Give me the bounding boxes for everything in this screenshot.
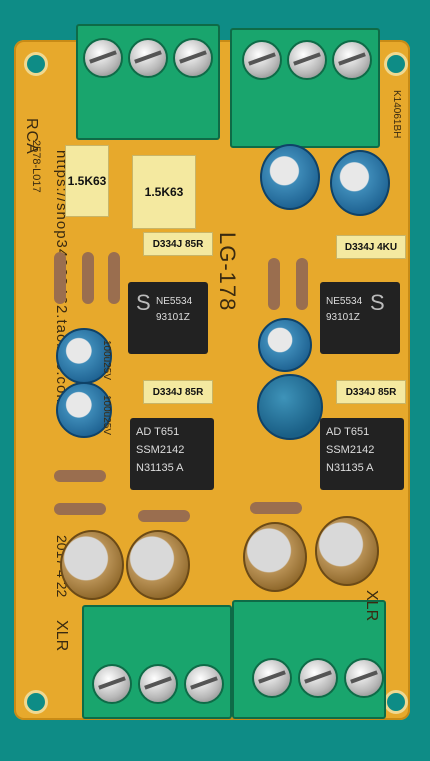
- mount-hole: [24, 690, 48, 714]
- gold-electrolytic-capacitor: [315, 516, 379, 586]
- ic-marking: N31135 A: [136, 462, 184, 474]
- film-capacitor: 1.5K63: [132, 155, 196, 229]
- screw-terminal: [332, 40, 372, 80]
- film-cap-label: 1.5K63: [144, 185, 184, 199]
- resistor: [268, 258, 280, 310]
- screw-terminal: [138, 664, 178, 704]
- resistor: [54, 252, 66, 304]
- screw-terminal: [344, 658, 384, 698]
- screw-terminal: [83, 38, 123, 78]
- film-capacitor: 1.5K63: [65, 145, 109, 217]
- gold-electrolytic-capacitor: [60, 530, 124, 600]
- resistor: [82, 252, 94, 304]
- ic-op-amp-right: S NE5534 93101Z: [320, 282, 400, 354]
- gold-electrolytic-capacitor: [126, 530, 190, 600]
- small-capacitor: D334J 85R: [143, 380, 213, 404]
- gold-electrolytic-capacitor: [243, 522, 307, 592]
- screw-terminal: [173, 38, 213, 78]
- small-cap-label: D334J 85R: [152, 238, 204, 250]
- ic-op-amp-left: S NE5534 93101Z: [128, 282, 208, 354]
- screw-terminal: [92, 664, 132, 704]
- resistor: [138, 510, 190, 522]
- small-cap-label: D334J 85R: [152, 386, 204, 398]
- small-capacitor: D334J 4KU: [336, 235, 406, 259]
- code-left: 2578-L017: [30, 140, 42, 193]
- ic-line-driver-left: AD T651 SSM2142 N31135 A: [130, 418, 214, 490]
- electrolytic-capacitor: [258, 318, 312, 372]
- screw-terminal: [252, 658, 292, 698]
- electrolytic-capacitor: [260, 144, 320, 210]
- resistor: [54, 503, 106, 515]
- ic-marking: AD T651: [326, 426, 370, 438]
- mount-hole: [384, 52, 408, 76]
- resistor: [108, 252, 120, 304]
- small-cap-label: D334J 4KU: [344, 241, 398, 253]
- blue-capacitor: [257, 374, 323, 440]
- code-right: K14061BH: [391, 90, 402, 139]
- resistor: [250, 502, 302, 514]
- small-capacitor: D334J 85R: [336, 380, 406, 404]
- ic-marking: 93101Z: [156, 312, 190, 323]
- cap-mark: 100u25V: [101, 340, 112, 381]
- ic-marking: SSM2142: [136, 444, 185, 456]
- xlr-label-right: XLR: [363, 590, 380, 622]
- screw-terminal: [184, 664, 224, 704]
- ic-marking: 93101Z: [326, 312, 360, 323]
- electrolytic-capacitor: [330, 150, 390, 216]
- logo-icon: S: [370, 290, 385, 315]
- ic-marking: N31135 A: [326, 462, 374, 474]
- screw-terminal: [242, 40, 282, 80]
- small-cap-label: D334J 85R: [345, 386, 397, 398]
- ic-line-driver-right: AD T651 SSM2142 N31135 A: [320, 418, 404, 490]
- ic-marking: NE5534: [326, 296, 363, 307]
- xlr-label-left: XLR: [53, 620, 70, 652]
- resistor: [296, 258, 308, 310]
- ic-marking: NE5534: [156, 296, 193, 307]
- film-cap-label: 1.5K63: [67, 174, 107, 188]
- cap-mark: 100u25V: [101, 395, 112, 436]
- electrolytic-capacitor: [56, 382, 112, 438]
- logo-icon: S: [136, 290, 151, 315]
- ic-marking: SSM2142: [326, 444, 375, 456]
- resistor: [54, 470, 106, 482]
- mount-hole: [384, 690, 408, 714]
- small-capacitor: D334J 85R: [143, 232, 213, 256]
- screw-terminal: [287, 40, 327, 80]
- ic-marking: AD T651: [136, 426, 180, 438]
- mount-hole: [24, 52, 48, 76]
- screw-terminal: [298, 658, 338, 698]
- rca-label: RCA: [23, 118, 40, 155]
- screw-terminal: [128, 38, 168, 78]
- model-label: LG-178: [215, 232, 240, 312]
